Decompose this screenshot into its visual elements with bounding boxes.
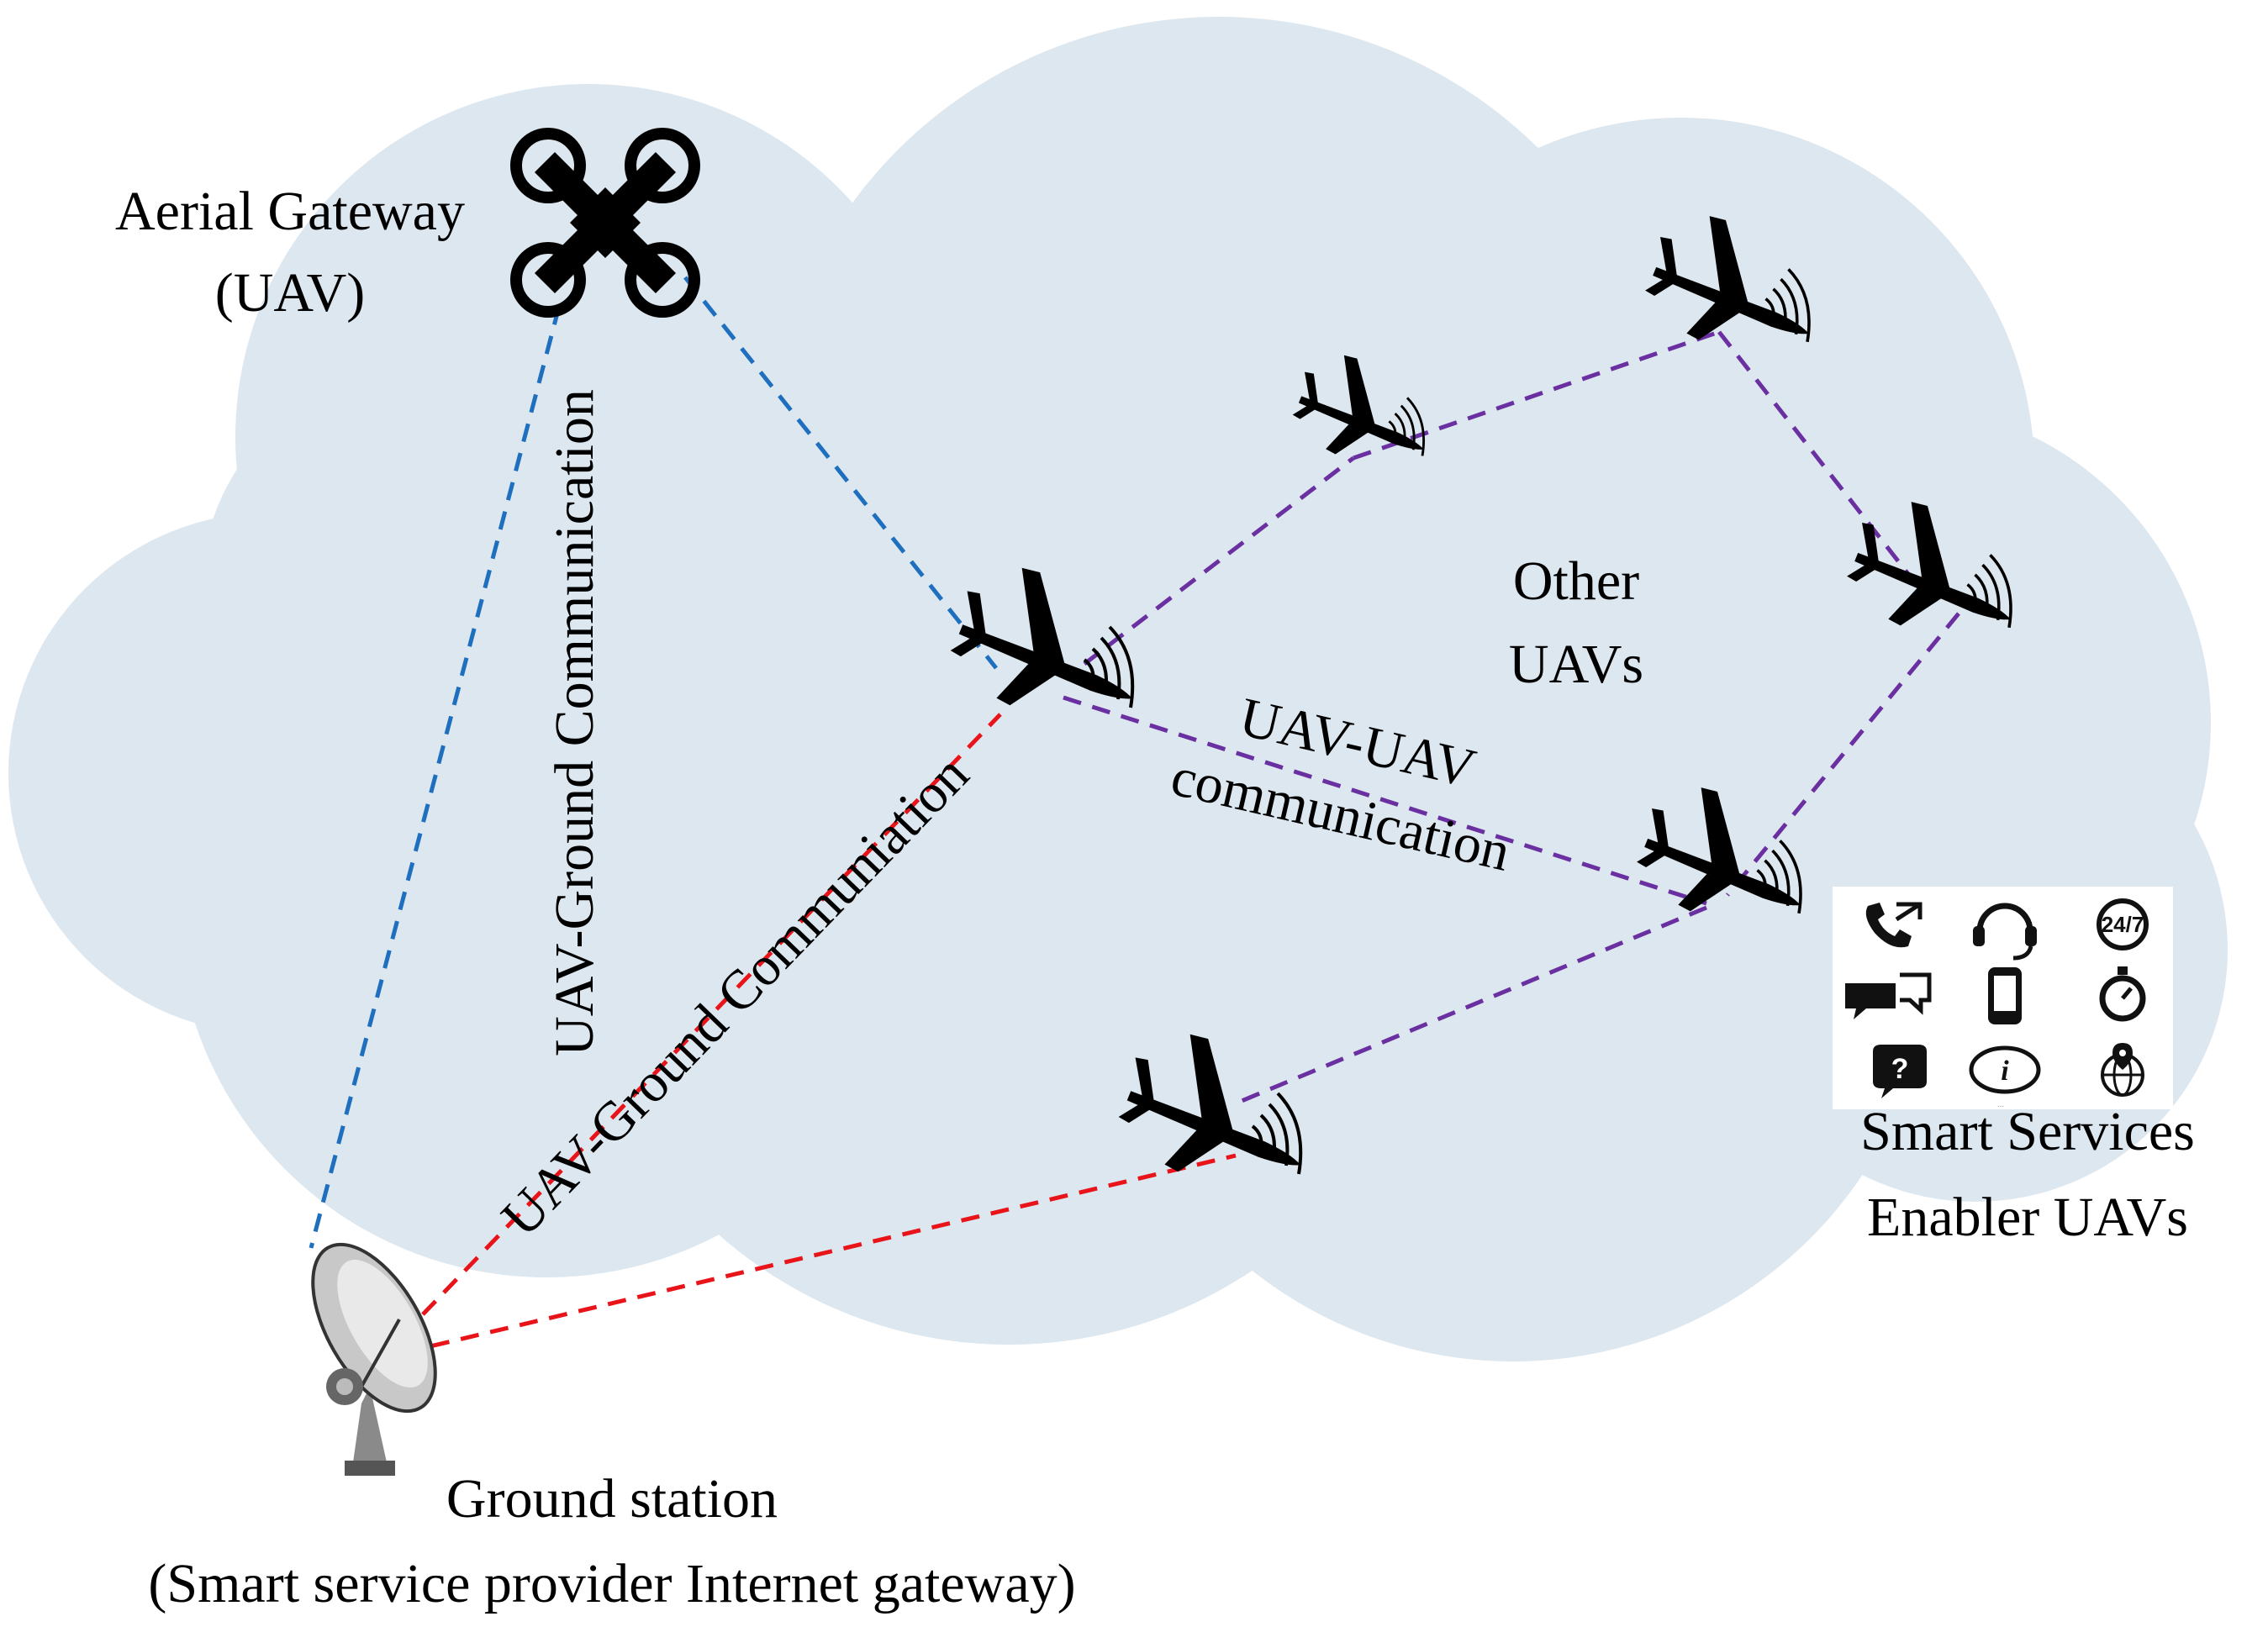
other-uavs-label: Other <box>1513 550 1639 612</box>
svg-text:24/7: 24/7 <box>2102 912 2144 937</box>
uav-link <box>1083 456 1355 666</box>
svg-text:?: ? <box>1891 1053 1909 1085</box>
ground-to-uav-center-link <box>400 713 1002 1338</box>
aerial-gateway-label: Aerial Gateway <box>115 181 465 242</box>
smart-services-label: Smart Services <box>1860 1101 2195 1162</box>
info-icon: i <box>1969 1045 2041 1094</box>
ground-station-sublabel: (Smart service provider Internet gateway… <box>148 1553 1075 1614</box>
uav-link <box>1231 905 1707 1108</box>
ground-links <box>400 713 1237 1356</box>
gateway-to-ground-link <box>309 306 562 1249</box>
headset-icon <box>1973 903 2037 961</box>
stopwatch-icon <box>2099 966 2146 1022</box>
svg-text:i: i <box>2001 1056 2009 1087</box>
gateway-links <box>309 276 998 1249</box>
gateway-to-uav-link <box>683 276 998 670</box>
cloud-lobe <box>1076 403 1782 1109</box>
globe-pin-icon <box>2101 1043 2144 1097</box>
cloud-lobe <box>202 370 639 807</box>
24-7-icon: 24/7 <box>2097 898 2149 950</box>
uav-link <box>1717 330 1931 603</box>
aerial-gateway-sublabel: (UAV) <box>215 262 365 324</box>
uav-link <box>1726 612 1960 897</box>
uav-ground-communication-label: UAV-Ground Communication <box>544 389 605 1056</box>
chat-icon <box>1845 972 1932 1019</box>
mobile-icon <box>1988 967 2022 1024</box>
uav-link <box>1063 695 1707 906</box>
cloud-lobe <box>546 269 1219 941</box>
smart-services-panel: 24/7 ? i .. <box>1833 887 2173 1109</box>
other-uavs-sublabel: UAVs <box>1509 634 1643 695</box>
quadcopter-icon <box>510 128 700 318</box>
ground-to-uav-bottom-link <box>401 1153 1237 1356</box>
phone-icon <box>1865 902 1923 948</box>
satellite-dish-icon <box>311 1242 437 1476</box>
services-caption: ... <box>1997 1100 2004 1109</box>
smart-services-sublabel: Enabler UAVs <box>1867 1187 2188 1248</box>
ground-station-label: Ground station <box>446 1468 778 1530</box>
help-icon: ? <box>1873 1045 1927 1098</box>
